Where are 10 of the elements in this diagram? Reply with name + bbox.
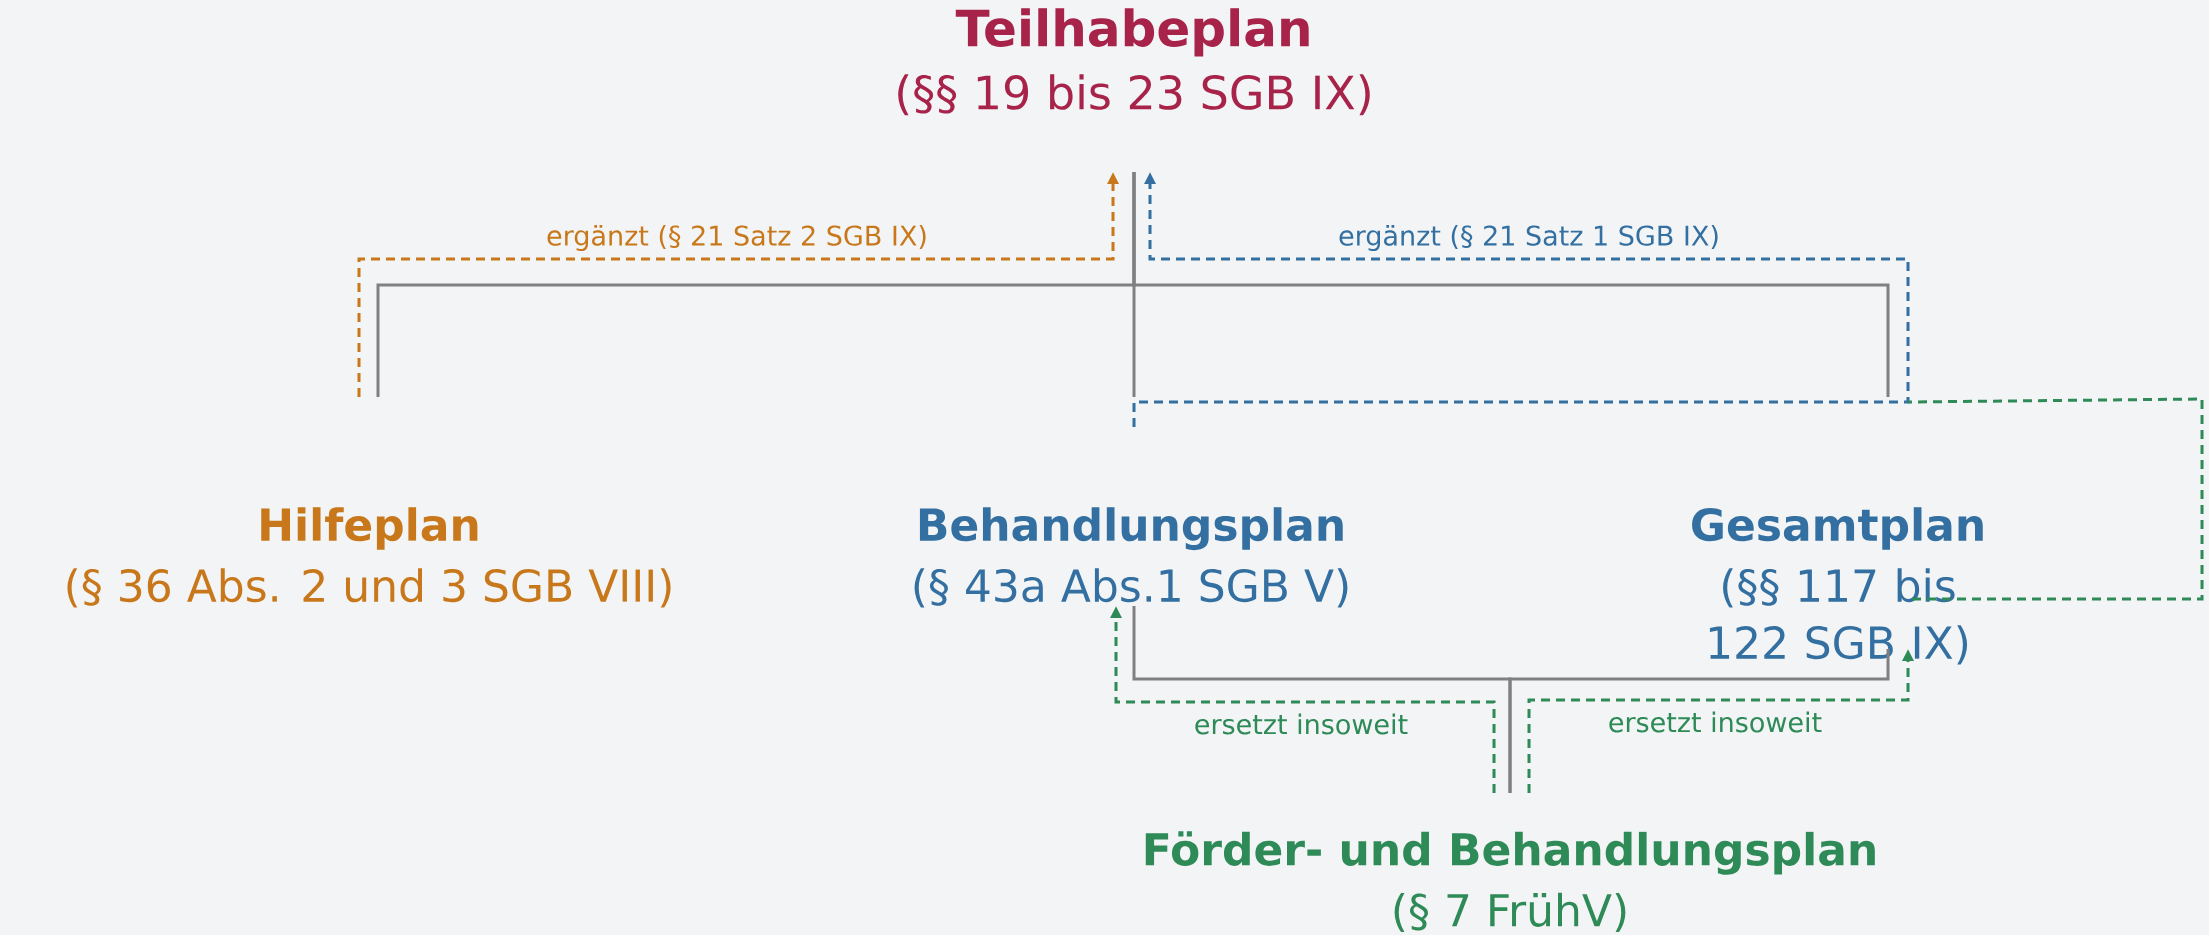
- edge-label: ergänzt (§ 21 Satz 1 SGB IX): [1336, 222, 1722, 254]
- edge-label: ersetzt insoweit: [1605, 709, 1825, 735]
- plan-label: Förder- und Behandlungsplan (§ 7 FrühV): [1145, 831, 1875, 933]
- plan-label: Behandlungsplan (§ 43a Abs.1 SGB V): [914, 507, 1348, 608]
- plan-label: Gesamtplan (§§ 117 bis 122 SGB IX): [1692, 507, 1983, 665]
- plan-label: Hilfeplan (§ 36 Abs. 2 und 3 SGB VIII): [67, 507, 671, 608]
- edge-label: ergänzt (§ 21 Satz 2 SGB IX): [544, 222, 930, 254]
- plan-label: Teilhabeplan (§§ 19 bis 23 SGB IX): [898, 8, 1370, 116]
- connector-line: [1908, 397, 2204, 601]
- edge-label: ersetzt insoweit: [1191, 711, 1411, 737]
